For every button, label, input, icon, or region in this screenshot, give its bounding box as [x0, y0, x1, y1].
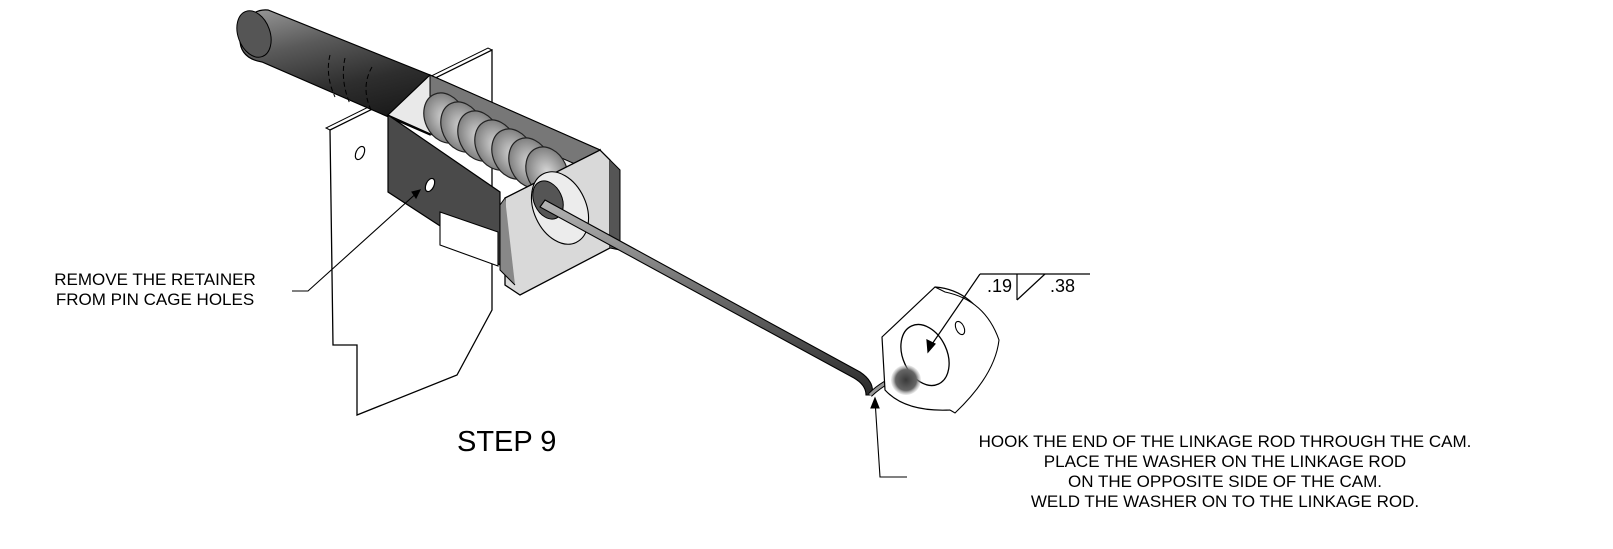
weld-size: .19 [987, 276, 1013, 296]
weld-symbol [926, 273, 1090, 354]
linkage-rod [539, 199, 897, 397]
cam [881, 286, 1000, 414]
linkage-line-2: PLACE THE WASHER ON THE LINKAGE ROD [1043, 452, 1407, 471]
retainer-callout: REMOVE THE RETAINER FROM PIN CAGE HOLES [20, 270, 290, 310]
weld-length: .38 [1050, 276, 1076, 296]
retainer-line-1: REMOVE THE RETAINER [54, 270, 256, 289]
retainer-line-2: FROM PIN CAGE HOLES [55, 290, 255, 309]
linkage-line-3: ON THE OPPOSITE SIDE OF THE CAM. [1068, 472, 1382, 491]
linkage-line-4: WELD THE WASHER ON TO THE LINKAGE ROD. [1030, 492, 1420, 511]
linkage-line-1: HOOK THE END OF THE LINKAGE ROD THROUGH … [978, 432, 1472, 451]
step-label: STEP 9 [457, 426, 557, 458]
retainer-leader [292, 189, 422, 292]
linkage-leader [870, 396, 907, 478]
tube-handle [236, 9, 431, 136]
linkage-callout: HOOK THE END OF THE LINKAGE ROD THROUGH … [900, 432, 1550, 512]
weld-spot [891, 365, 921, 395]
